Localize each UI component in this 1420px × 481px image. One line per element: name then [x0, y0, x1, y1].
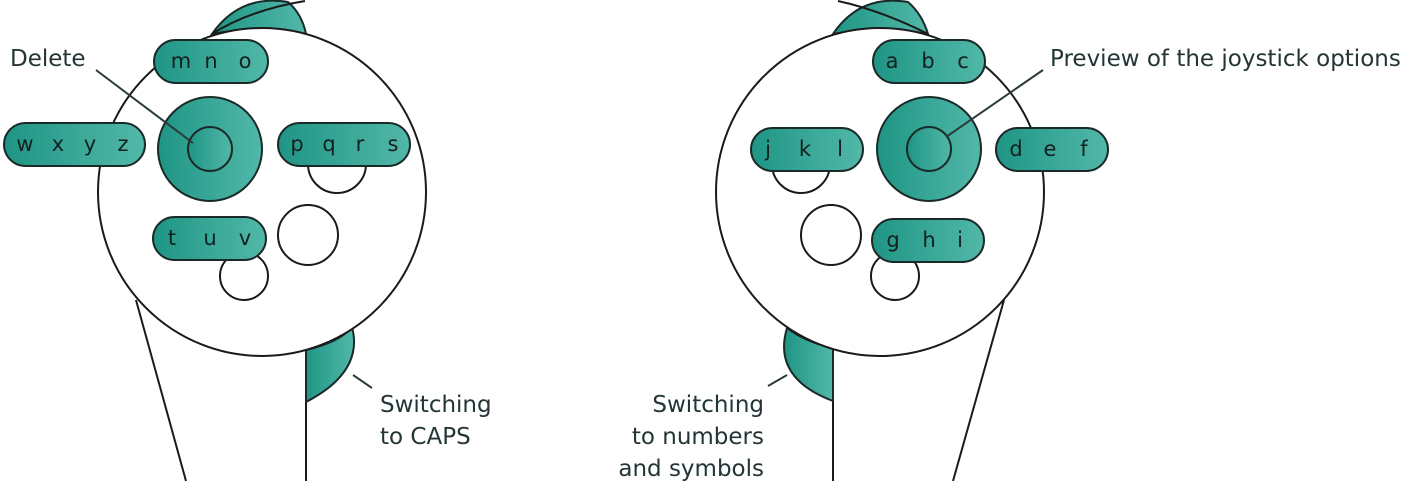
right-key-jkl[interactable]: j k l: [750, 127, 864, 172]
left-joystick-center[interactable]: [187, 126, 233, 172]
key-letter: t: [168, 226, 176, 250]
key-letter: e: [1044, 137, 1057, 161]
caps-label-line1: Switching: [380, 392, 492, 418]
key-letter: d: [1009, 137, 1022, 161]
caps-label-line2: to CAPS: [380, 424, 471, 450]
key-letter: g: [886, 228, 899, 252]
key-letter: l: [837, 137, 843, 161]
right-joystick[interactable]: [876, 96, 982, 202]
key-letter: w: [16, 132, 33, 156]
right-button-round-left[interactable]: [800, 204, 862, 266]
key-letter: b: [921, 49, 934, 73]
key-letter: c: [957, 49, 969, 73]
right-controller: a b c j k l d e f g h i Preview of the j…: [618, 0, 1401, 481]
left-strap-line: [211, 0, 306, 35]
preview-label: Preview of the joystick options: [1050, 46, 1401, 72]
numbers-label-line3: and symbols: [618, 456, 764, 481]
left-key-tuv[interactable]: t u v: [152, 216, 267, 261]
right-key-def[interactable]: d e f: [995, 127, 1109, 172]
key-letter: a: [886, 49, 899, 73]
key-letter: u: [203, 226, 216, 250]
key-letter: q: [322, 132, 335, 156]
right-strap-line: [837, 0, 929, 35]
key-letter: x: [52, 132, 64, 156]
numbers-leader-line: [767, 374, 788, 387]
right-key-abc[interactable]: a b c: [872, 39, 986, 84]
key-letter: j: [764, 137, 771, 161]
caps-leader-line: [352, 374, 373, 389]
key-letter: r: [356, 132, 365, 156]
key-letter: o: [239, 49, 252, 73]
key-letter: y: [84, 132, 96, 156]
right-joystick-center[interactable]: [906, 126, 952, 172]
numbers-label-line1: Switching: [652, 392, 764, 418]
key-letter: s: [388, 132, 399, 156]
key-letter: i: [957, 228, 963, 252]
key-letter: h: [922, 228, 935, 252]
delete-label: Delete: [10, 46, 86, 72]
delete-leader-line: [95, 69, 194, 144]
key-letter: p: [290, 132, 303, 156]
key-letter: n: [204, 49, 217, 73]
preview-leader-line: [945, 69, 1044, 138]
numbers-label-line2: to numbers: [632, 424, 764, 450]
key-letter: m: [171, 49, 191, 73]
key-letter: f: [1080, 137, 1088, 161]
right-key-ghi[interactable]: g h i: [871, 218, 985, 263]
key-letter: z: [117, 132, 128, 156]
key-letter: k: [799, 137, 812, 161]
left-key-mno[interactable]: m n o: [153, 39, 269, 84]
left-joystick[interactable]: [157, 96, 263, 202]
key-letter: v: [239, 226, 251, 250]
left-key-wxyz[interactable]: w x y z: [3, 122, 146, 167]
left-controller: m n o w x y z p q r s t u v Delete Switc…: [3, 0, 492, 481]
left-button-round-right[interactable]: [277, 204, 339, 266]
left-key-pqrs[interactable]: p q r s: [277, 122, 411, 167]
